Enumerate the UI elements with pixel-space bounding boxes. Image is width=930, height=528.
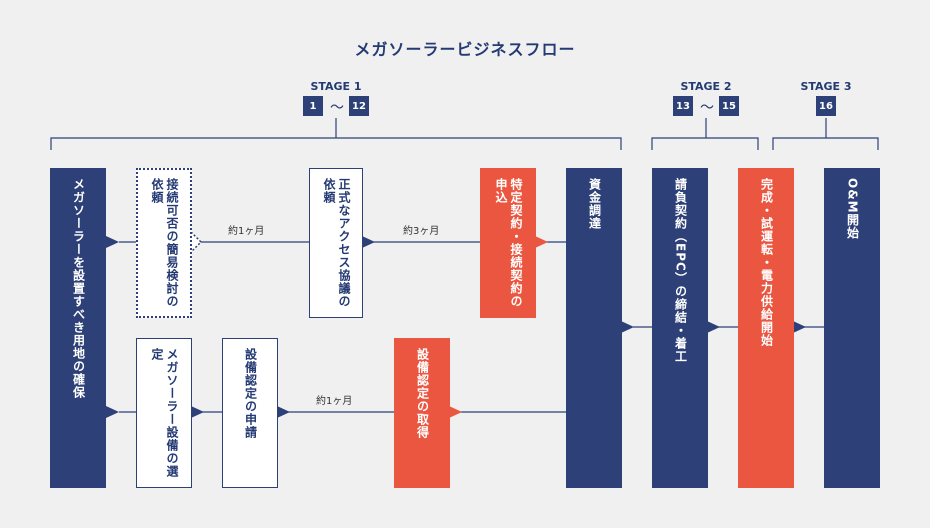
funding-label: 資金調達 [587, 178, 602, 230]
diagram-title: メガソーラービジネスフロー [354, 40, 576, 59]
access-request-label: 正式なアクセス協議の依頼 [322, 178, 351, 308]
cert-get-box: 設備認定の取得 [394, 338, 450, 488]
epc-label: 請負契約（EPC）の締結・着工 [673, 178, 688, 363]
epc-box: 請負契約（EPC）の締結・着工 [652, 168, 708, 488]
land-box: メガソーラーを設置すべき用地の確保 [50, 168, 106, 488]
om-label: O&M開始 [845, 178, 860, 240]
complete-box: 完成・試運転・電力供給開始 [738, 168, 794, 488]
arrow-epc [707, 321, 720, 333]
arrow-access [362, 236, 375, 248]
grid-request-box: 接続可否の簡易検討の依頼 [136, 168, 192, 318]
arrow-land-lower [106, 406, 119, 418]
stage-2-separator: 〜 [700, 100, 714, 116]
complete-label: 完成・試運転・電力供給開始 [759, 178, 774, 347]
cert-get-label: 設備認定の取得 [415, 348, 430, 439]
contract-box: 特定契約・接続契約の申込 [480, 168, 536, 318]
stage-2-start-chip: 13 [673, 96, 693, 116]
access-request-box: 正式なアクセス協議の依頼 [309, 168, 363, 318]
stage-1-separator: 〜 [330, 100, 344, 116]
duration-2: 約3ヶ月 [403, 226, 440, 237]
arrow-land-upper [106, 236, 119, 248]
stage-2-end-chip: 15 [719, 96, 739, 116]
panel-select-label: メガソーラー設備の選定 [150, 348, 179, 478]
duration-3: 約1ヶ月 [316, 396, 353, 407]
grid-request-label: 接続可否の簡易検討の依頼 [150, 178, 179, 308]
stage-3-label: STAGE 3 [800, 80, 852, 93]
stage-2-bracket [651, 137, 759, 150]
duration-1: 約1ヶ月 [228, 226, 265, 237]
arrow-cert-get [449, 406, 462, 418]
cert-apply-label: 設備認定の申請 [243, 348, 258, 439]
stage-1-bracket [50, 137, 622, 150]
arrow-funding [621, 321, 634, 333]
stage-2-label: STAGE 2 [680, 80, 732, 93]
stage-1-start-chip: 1 [303, 96, 323, 116]
arrow-cert-apply [277, 406, 290, 418]
arrow-contract [535, 236, 548, 248]
funding-box: 資金調達 [566, 168, 622, 488]
arrow-panel [191, 406, 204, 418]
land-label: メガソーラーを設置すべき用地の確保 [71, 178, 86, 399]
panel-select-box: メガソーラー設備の選定 [136, 338, 192, 488]
contract-label: 特定契約・接続契約の申込 [494, 178, 523, 308]
stage-1-end-chip: 12 [349, 96, 369, 116]
arrow-complete [793, 321, 806, 333]
om-box: O&M開始 [824, 168, 880, 488]
arrow-grid-request [190, 230, 203, 254]
cert-apply-box: 設備認定の申請 [222, 338, 278, 488]
stage-1-label: STAGE 1 [310, 80, 362, 93]
stage-3-bracket [772, 137, 879, 150]
stage-3-chip: 16 [816, 96, 836, 116]
